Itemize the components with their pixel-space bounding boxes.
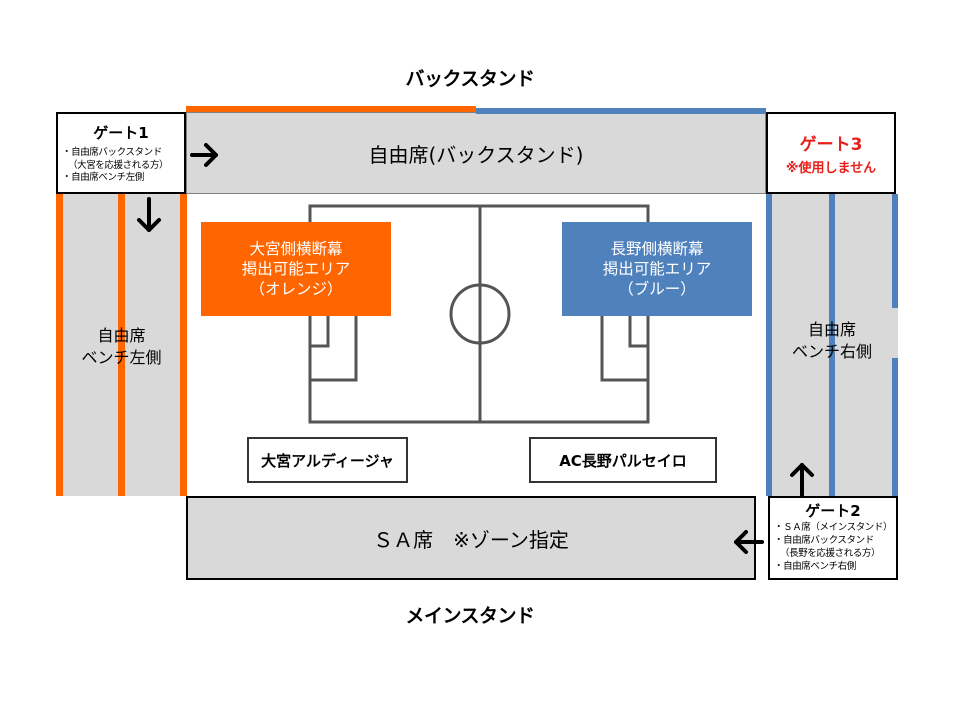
back-stand-label: バックスタンド: [405, 68, 535, 90]
gate3-note: ※使用しません: [785, 161, 877, 176]
nagano-banner-line: （ブルー）: [618, 280, 696, 298]
nagano-banner-line: 長野側横断幕: [610, 240, 704, 258]
gate3-box: ゲート3 ※使用しません: [766, 112, 896, 194]
gate3-title: ゲート3: [799, 135, 863, 155]
main-stand-label: メインスタンド: [405, 605, 535, 627]
gate1-notes: ・自由席バックスタンド （大宮を応援される方） ・自由席ベンチ左側: [58, 147, 184, 185]
arrow-up-icon: [790, 463, 814, 497]
bench-right-label-line: ベンチ右側: [791, 342, 872, 361]
bench-left-label-line: 自由席: [97, 326, 146, 345]
omiya-banner-area: 大宮側横断幕 掲出可能エリア （オレンジ）: [201, 222, 391, 316]
arrow-down-icon: [137, 197, 161, 232]
bench-left-orange-line: [180, 194, 187, 496]
gate1-box: ゲート1 ・自由席バックスタンド （大宮を応援される方） ・自由席ベンチ左側: [56, 112, 186, 194]
bench-right-blue-line: [892, 194, 898, 308]
bench-right-label-line: 自由席: [807, 320, 856, 339]
nagano-banner-line: 掲出可能エリア: [602, 260, 712, 278]
bench-left-label-line: ベンチ左側: [81, 348, 162, 367]
bench-right-label: 自由席 ベンチ右側: [772, 316, 892, 366]
omiya-banner-line: （オレンジ）: [249, 280, 343, 298]
nagano-banner-area: 長野側横断幕 掲出可能エリア （ブルー）: [562, 222, 752, 316]
gate2-note: （長野を応援される方）: [780, 548, 881, 559]
back-stand-blue-edge: [476, 108, 766, 114]
bench-left-label: 自由席 ベンチ左側: [63, 322, 180, 372]
bench-right-blue-line: [829, 194, 835, 496]
gate1-note: ・自由席バックスタンド: [62, 147, 162, 158]
gate1-note: ・自由席ベンチ左側: [62, 172, 144, 183]
team-away-name: AC長野パルセイロ: [559, 451, 687, 470]
omiya-banner-line: 掲出可能エリア: [241, 260, 351, 278]
sa-seat-section: ＳＡ席 ※ゾーン指定: [186, 496, 756, 580]
bench-right-blue-line: [766, 194, 772, 496]
bench-left-orange-line: [56, 194, 63, 496]
arrow-left-icon: [734, 530, 764, 554]
team-home-name: 大宮アルディージャ: [261, 451, 394, 470]
gate1-title: ゲート1: [93, 124, 149, 142]
gate2-note: ・自由席バックスタンド: [774, 535, 874, 546]
gate2-box: ゲート2 ・ＳＡ席（メインスタンド） ・自由席バックスタンド （長野を応援される…: [768, 496, 898, 580]
team-away-label: AC長野パルセイロ: [529, 437, 717, 483]
bench-right-blue-line: [892, 358, 898, 496]
back-stand-free-label: 自由席(バックスタンド): [368, 142, 584, 167]
gate2-title: ゲート2: [805, 502, 861, 520]
gate2-note: ・自由席ベンチ右側: [774, 561, 856, 572]
omiya-banner-line: 大宮側横断幕: [249, 240, 343, 258]
back-stand-orange-edge: [186, 106, 476, 112]
back-stand-free-section: 自由席(バックスタンド): [186, 112, 766, 194]
gate2-notes: ・ＳＡ席（メインスタンド） ・自由席バックスタンド （長野を応援される方） ・自…: [770, 521, 896, 573]
pitch-center-circle: [449, 283, 511, 345]
arrow-right-icon: [190, 143, 218, 167]
team-home-label: 大宮アルディージャ: [247, 437, 408, 483]
bench-left-orange-line: [118, 194, 125, 496]
sa-seat-label: ＳＡ席 ※ゾーン指定: [373, 527, 569, 552]
gate1-note: （大宮を応援される方）: [68, 159, 169, 171]
gate2-note: ・ＳＡ席（メインスタンド）: [774, 522, 893, 533]
